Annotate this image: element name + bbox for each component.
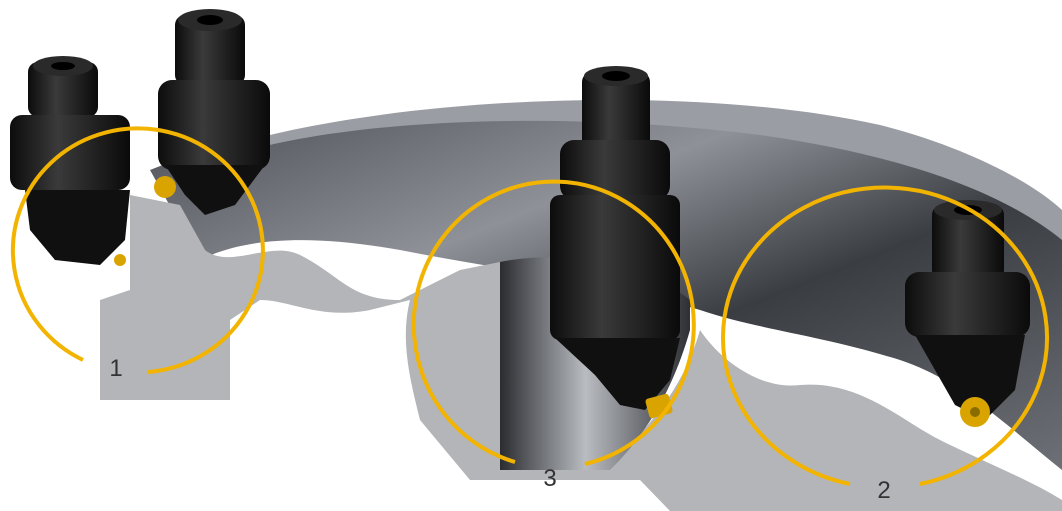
insert-screw-icon [970,407,980,417]
callout-ring-1 [10,126,265,374]
callout-label-2: 2 [877,477,891,504]
callout-ring-3 [411,179,696,466]
workpiece-outer-rim [250,99,1062,240]
section-cut [100,195,1062,511]
callout-label-3: 3 [543,465,557,492]
cylindrical-boring-bar-icon [10,56,130,265]
carbide-insert-icon [114,254,126,266]
workpiece-ring [150,108,1062,470]
callout-ring-2 [721,185,1049,486]
callout-label-1: 1 [109,355,123,382]
carbide-insert-icon [154,176,176,198]
cylindrical-boring-bar-icon [905,200,1030,420]
